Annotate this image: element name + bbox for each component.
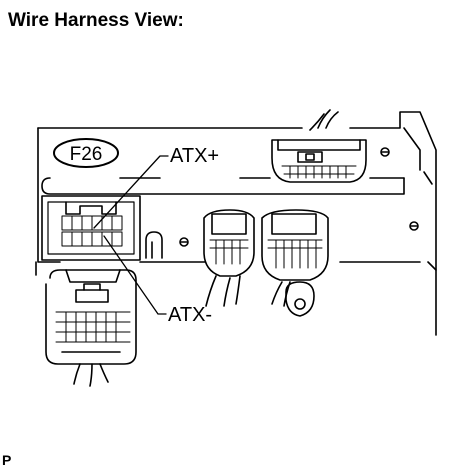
connector-f26 [41, 195, 141, 261]
connector-id-label: F26 [70, 144, 103, 165]
atx-plus-leader [93, 155, 169, 229]
atx-minus-leader [103, 235, 167, 315]
atx-minus-label: ATX- [168, 304, 212, 326]
atx-plus-label: ATX+ [170, 145, 219, 167]
page-title: Wire Harness View: [8, 10, 184, 31]
ecu-housing [35, 111, 437, 336]
connector-middle-a [203, 209, 255, 307]
connector-middle-b [261, 209, 329, 307]
connector-id-oval [53, 138, 119, 168]
connector-harness [45, 269, 137, 387]
connector-top [271, 109, 367, 183]
footer-code: P [2, 452, 12, 468]
